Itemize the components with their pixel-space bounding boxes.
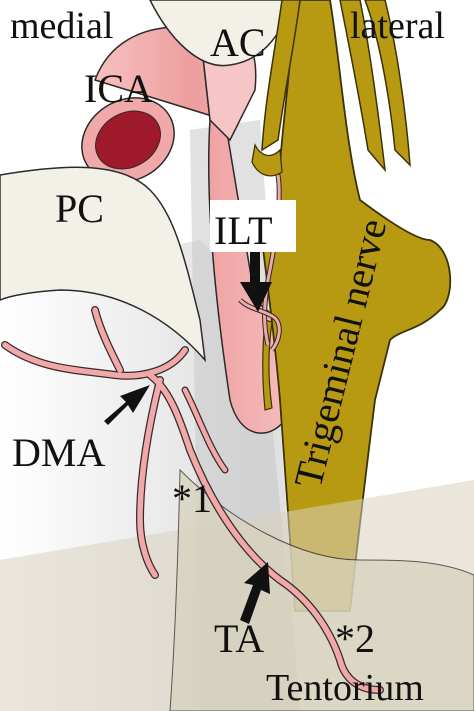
- label-pc: PC: [55, 186, 104, 231]
- ta-arrow: [240, 562, 270, 624]
- ilt-vessel: [263, 174, 281, 346]
- label-star2: *2: [335, 616, 375, 661]
- ica-lumen: [95, 110, 161, 170]
- label-ica: ICA: [84, 66, 153, 111]
- ica-vessel: [94, 26, 291, 434]
- label-lateral: lateral: [350, 5, 445, 47]
- ilt-label-box: [210, 200, 296, 252]
- trigeminal-nerve: [261, 0, 452, 612]
- nerve-rootlet-3: [364, 0, 411, 167]
- nerve-rootlet-2: [339, 0, 387, 173]
- nerve-branch-small: [251, 142, 283, 177]
- label-ilt: ILT: [214, 208, 273, 253]
- nerve-rootlet-1: [261, 0, 301, 152]
- label-medial: medial: [10, 5, 113, 47]
- posterior-clinoid: [0, 166, 207, 363]
- dma-arrow: [104, 385, 150, 425]
- label-dma: DMA: [12, 430, 105, 475]
- tentorium: [169, 468, 474, 711]
- label-ta: TA: [214, 616, 264, 661]
- label-star1: *1: [172, 476, 212, 521]
- label-tentorium: Tentorium: [266, 667, 424, 709]
- label-ac: AC: [210, 20, 266, 65]
- ilt-branch: [238, 298, 281, 351]
- ilt-arrow: [240, 246, 272, 312]
